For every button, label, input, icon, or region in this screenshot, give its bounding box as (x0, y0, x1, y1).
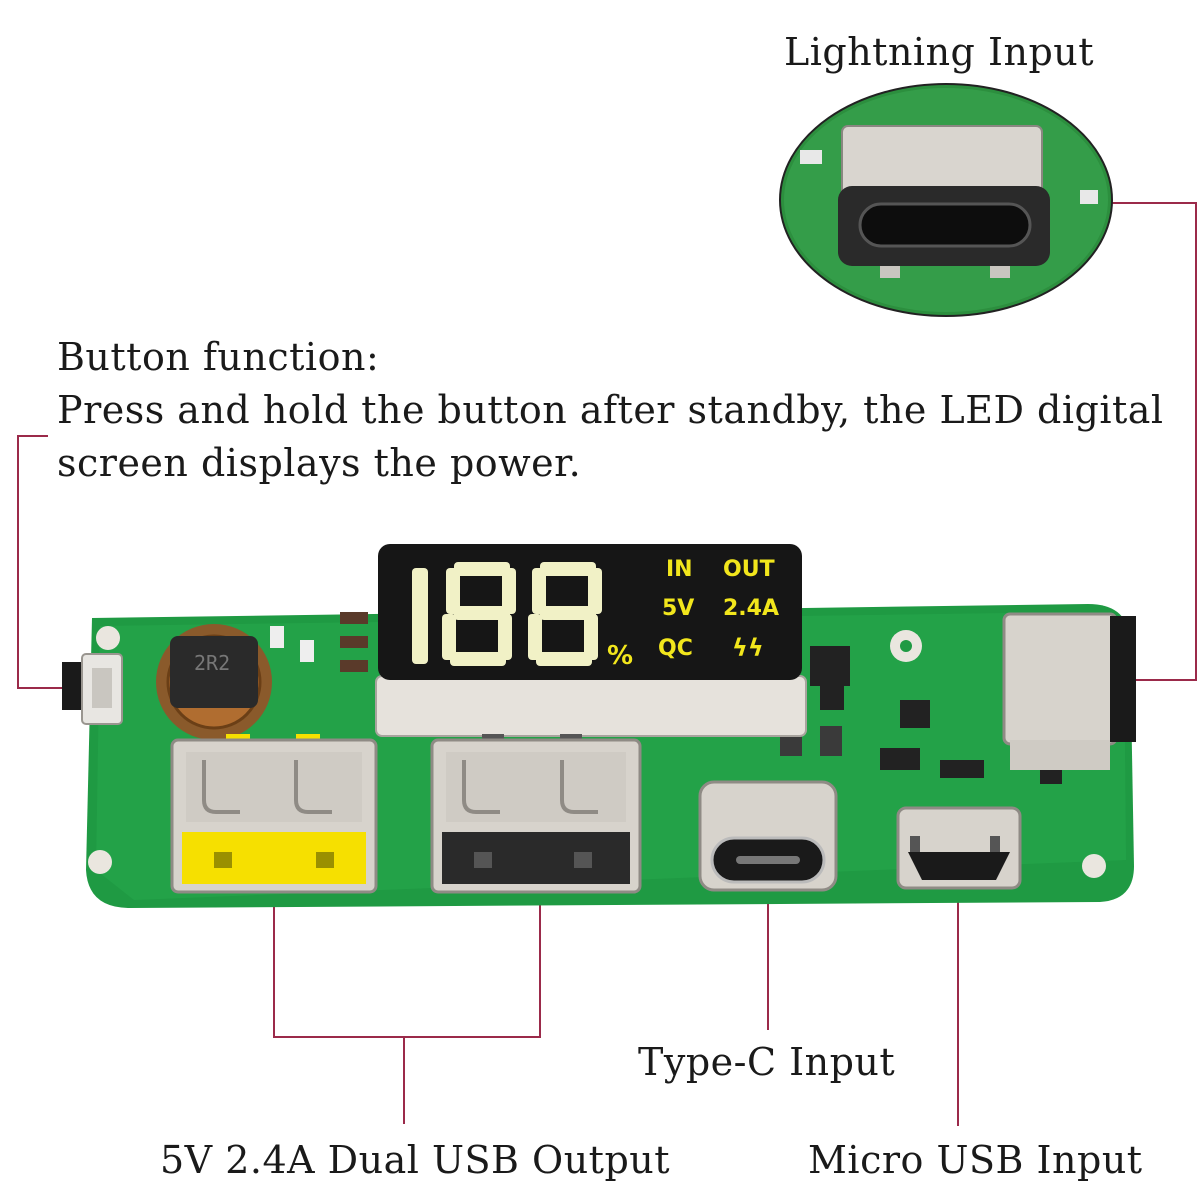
lightning-inset (779, 83, 1113, 317)
usb-a-port-right (430, 734, 642, 894)
led-display (375, 544, 807, 737)
callout-button (17, 435, 62, 689)
lightning-bolt-icon: ϟϟ (732, 634, 764, 662)
typec-port (698, 780, 838, 892)
digit-1 (412, 568, 428, 664)
display-percent-sign: % (607, 641, 634, 671)
button-function-title: Button function: (57, 335, 380, 379)
button-function-desc-line1: Press and hold the button after standby,… (57, 388, 1164, 432)
digit-8-a (442, 562, 516, 666)
display-voltage-label: 5V (662, 596, 695, 621)
push-button (62, 653, 123, 725)
lightning-input-label: Lightning Input (784, 30, 1095, 74)
display-qc-label: QC (658, 636, 693, 661)
callout-lightning (1112, 202, 1197, 681)
typec-input-label: Type-C Input (638, 1040, 896, 1084)
display-in-label: IN (666, 557, 693, 582)
display-current-label: 2.4A (723, 596, 779, 621)
micro-usb-input-label: Micro USB Input (808, 1138, 1143, 1182)
digit-8-b (528, 562, 602, 666)
dual-usb-output-label: 5V 2.4A Dual USB Output (160, 1138, 671, 1182)
callout-lines (17, 202, 1197, 1126)
svg-text:2R2: 2R2 (194, 651, 230, 675)
inductor: 2R2 (156, 624, 272, 740)
usb-a-port-left (170, 734, 378, 894)
lightning-port (1002, 612, 1136, 770)
button-function-desc-line2: screen displays the power. (57, 441, 582, 485)
callout-output-bracket (273, 825, 541, 1038)
display-out-label: OUT (723, 557, 775, 582)
micro-usb-port (896, 806, 1022, 890)
